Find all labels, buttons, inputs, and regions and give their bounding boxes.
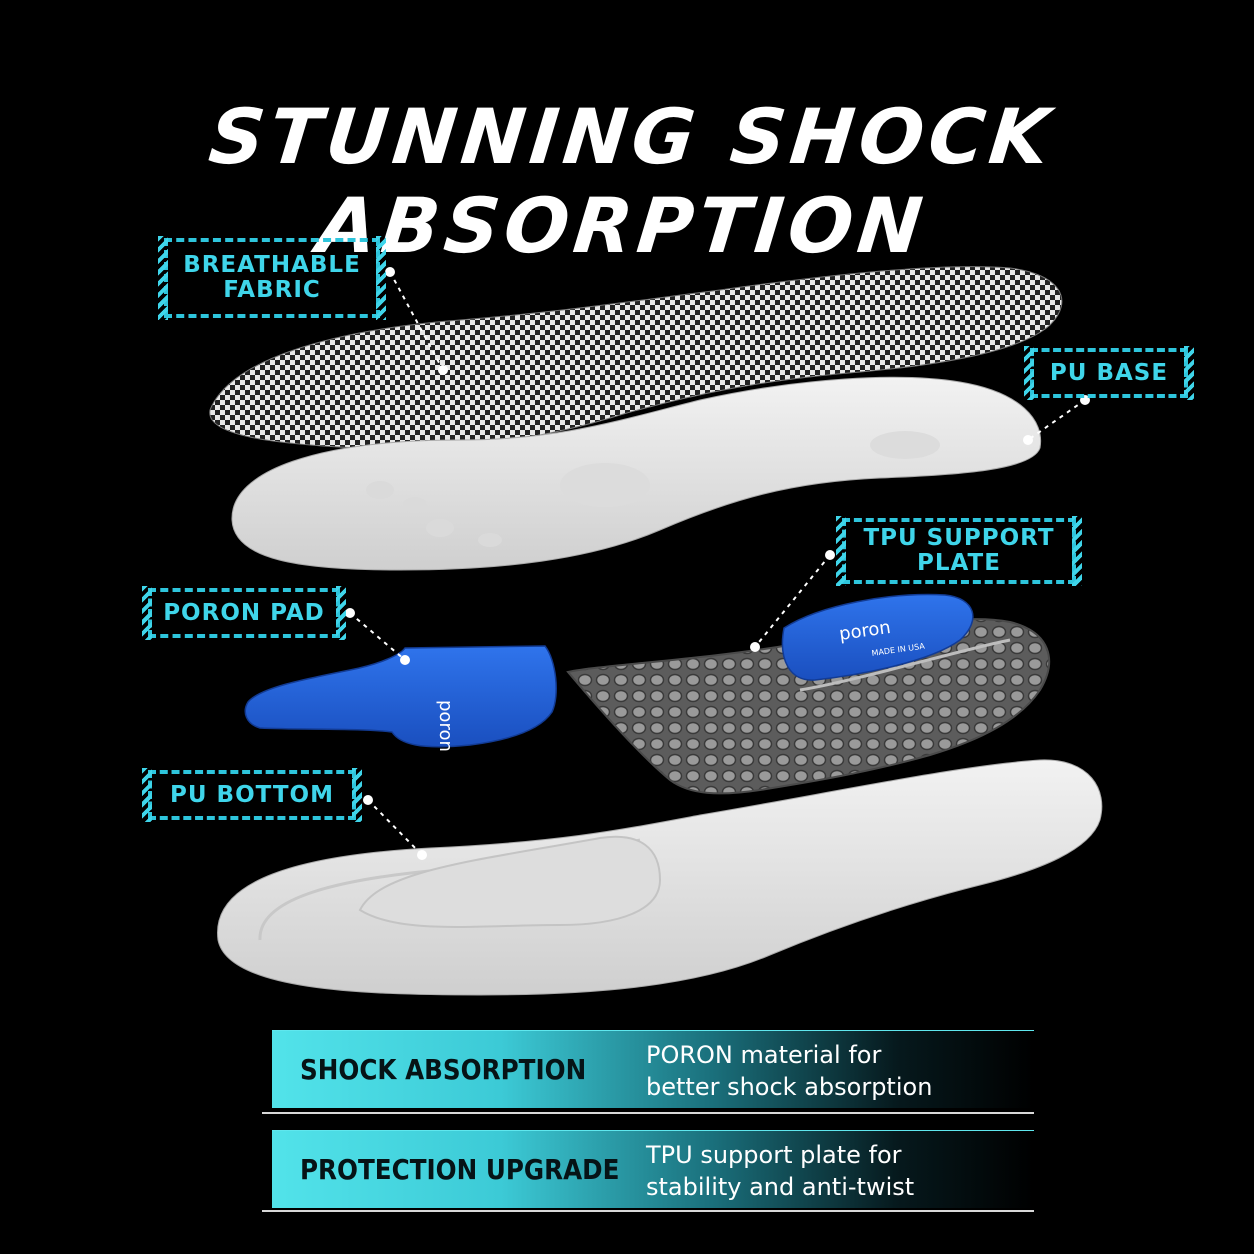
feature-heading: PROTECTION UPGRADE: [300, 1153, 620, 1186]
leader-pu-base: [1027, 399, 1086, 441]
tpu-heel-cup: [799, 638, 1011, 692]
feature-description: PORON material for better shock absorpti…: [646, 1041, 933, 1101]
feature-heading: SHOCK ABSORPTION: [300, 1053, 587, 1086]
label-poron-pad: PORON PAD: [142, 586, 346, 640]
feature-description: TPU support plate for stability and anti…: [646, 1141, 915, 1201]
poron-forefoot-pad: [244, 645, 557, 748]
feature-protection-upgrade: PROTECTION UPGRADE TPU support plate for…: [272, 1130, 1034, 1208]
feature-shock-absorption: SHOCK ABSORPTION PORON material for bett…: [272, 1030, 1034, 1108]
leader-poron: [349, 612, 406, 661]
leader-tpu: [754, 554, 831, 648]
leader-pu-bottom: [367, 799, 423, 856]
poron-heel-pad: [781, 593, 974, 681]
label-pu-bottom: PU BOTTOM: [142, 768, 362, 822]
divider: [262, 1112, 1034, 1114]
leader-breathable: [389, 271, 444, 371]
divider: [262, 1210, 1034, 1212]
poron-forefoot-brand: poron: [435, 700, 456, 752]
label-pu-base: PU BASE: [1024, 346, 1194, 400]
